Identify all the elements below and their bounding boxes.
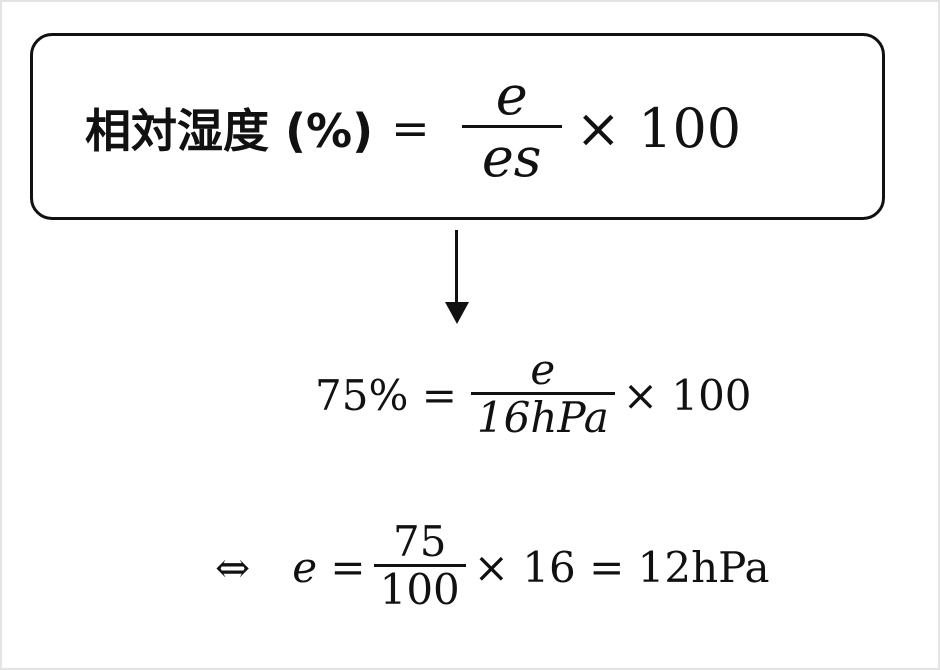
step2-rest: × 16 = 12hPa (473, 542, 770, 592)
denominator: es (461, 125, 562, 188)
formula-label: 相対湿度 (%) (85, 104, 374, 158)
down-arrow-head-icon (445, 302, 469, 324)
formula-box (30, 33, 885, 220)
fraction: e es (456, 64, 568, 188)
step2-lhs: e = (292, 542, 366, 592)
down-arrow-icon (455, 230, 458, 308)
multiplier: × 100 (575, 96, 742, 160)
step1-numerator: e (530, 345, 556, 395)
step1-lhs: 75% = (315, 370, 457, 420)
step1-denominator: 16hPa (470, 392, 615, 441)
numerator: e (495, 64, 528, 128)
equivalence-symbol: ⇔ (215, 542, 251, 592)
step1-equation: 75% = e 16hPa × 100 (315, 335, 752, 455)
step2-denominator: 100 (373, 564, 466, 613)
equals-sign: = (391, 101, 430, 155)
step2-fraction: 75 100 (373, 517, 466, 613)
step1-multiplier: × 100 (622, 370, 752, 420)
step2-numerator: 75 (392, 517, 447, 567)
step1-fraction: e 16hPa (470, 345, 615, 441)
step2-equation: ⇔ e = 75 100 × 16 = 12hPa (215, 505, 770, 629)
relative-humidity-formula: 相対湿度 (%) = e es × 100 (85, 58, 741, 198)
